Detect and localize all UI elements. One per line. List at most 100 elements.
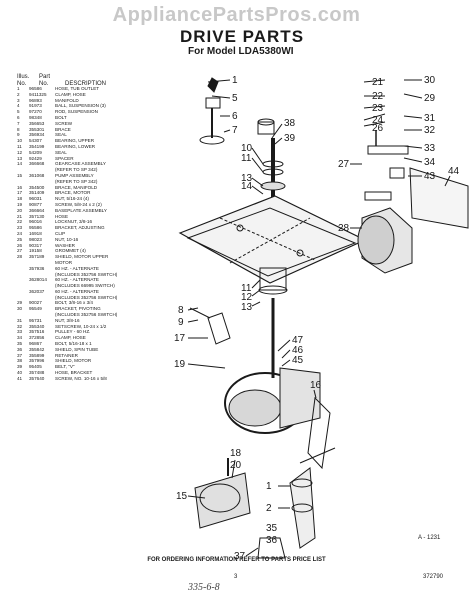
leader-15: [187, 495, 206, 499]
model-subtitle: For Model LDA5380WI: [188, 46, 294, 57]
part-description: 60 HZ. - ALTERNATE: [55, 277, 99, 283]
part-number: 351409: [29, 190, 45, 196]
part-description: BOLT, 5/16-18 x 1: [55, 341, 92, 347]
parts-list-row: 3628014 60 HZ. - ALTERNATE: [17, 277, 157, 283]
baseplate-rib-shape: [219, 217, 316, 261]
part-number: 91973: [29, 103, 42, 109]
callout-36: 36: [266, 535, 278, 546]
page-title: DRIVE PARTS: [180, 27, 305, 46]
illus-number: 17: [17, 190, 23, 196]
outlet-hose-shape: [289, 467, 316, 549]
callout-15: 15: [176, 491, 188, 502]
illus-number: 15: [17, 172, 23, 178]
part-description: RETAINER: [55, 352, 78, 358]
illus-number: 28: [17, 254, 23, 260]
part-number: 96031: [29, 196, 42, 202]
leader-18: [231, 459, 236, 479]
part-number: 3628014: [29, 277, 47, 283]
illus-number: 36: [17, 346, 23, 352]
callout-18: 18: [230, 448, 242, 459]
diagram-ref-code: A - 1231: [418, 535, 441, 541]
part-description: 60 HZ. - ALTERNATE: [55, 265, 99, 271]
part-number: 54209: [29, 149, 42, 155]
illus-number: 1: [17, 86, 20, 91]
illus-number: 14: [17, 161, 23, 167]
leader-24: [363, 113, 386, 121]
part-number: 356934: [29, 132, 45, 138]
part-description: (INCLUDES 352756 SWITCH): [55, 271, 118, 277]
illus-number: 30: [17, 306, 23, 312]
part-number: 96893: [29, 97, 42, 103]
gearcase-shape: [279, 367, 321, 429]
callout-9: 9: [178, 317, 184, 328]
leader-33: [403, 145, 423, 149]
bolt-head-shape: [257, 118, 275, 126]
part-description: WASHER: [55, 242, 75, 248]
callout-35: 35: [266, 523, 278, 534]
callout-34: 34: [424, 157, 436, 168]
illus-number: 8: [17, 126, 20, 132]
part-number: 90317: [29, 242, 42, 248]
leader-21: [363, 79, 386, 83]
motor-body-shape: [357, 215, 395, 265]
part-description: NUT, 3/8-16: [55, 317, 80, 323]
callout-12: 12: [241, 292, 253, 303]
part-number: 357936: [29, 265, 45, 271]
illus-number: 26: [17, 242, 23, 248]
part-description: MOTOR: [55, 259, 73, 265]
leader-45: [281, 359, 291, 367]
illus-number: 5: [17, 109, 20, 115]
callout-31: 31: [424, 113, 436, 124]
illus-number: 32: [17, 323, 23, 329]
part-description: ROD, SUSPENSION: [55, 109, 98, 115]
illus-number: 6: [17, 114, 20, 120]
callout-1b: 1: [266, 481, 272, 492]
baseplate-hole-shape-2: [296, 249, 304, 257]
part-description: SEAL: [55, 149, 67, 155]
parts-list-row: (INCLUDES 352756 SWITCH): [17, 312, 157, 318]
pump-shape: [194, 472, 251, 529]
baseplate-inner-shape: [186, 207, 357, 277]
parts-list-row: MOTOR: [17, 260, 157, 266]
part-number: 95549: [29, 306, 42, 312]
part-description: (INCLUDES 352756 SWITCH): [55, 294, 118, 300]
callout-22: 22: [372, 91, 384, 102]
part-description: SHIELD, MOTOR: [55, 358, 92, 364]
callout-14: 14: [241, 181, 253, 192]
part-description: SETSCREW, 10-24 x 1/2: [55, 323, 107, 329]
illus-number: 11: [17, 143, 22, 149]
callout-44: 44: [448, 166, 460, 177]
part-number: 357189: [29, 254, 45, 260]
illus-number: 29: [17, 300, 23, 306]
part-description: SCREW, 5/8-24 x 2 (2): [55, 201, 102, 207]
leader-12: [251, 289, 261, 297]
callout-26: 26: [372, 123, 384, 134]
col-description: DESCRIPTION: [65, 81, 107, 87]
leader-26: [363, 121, 386, 127]
brace-rod-shape: [189, 307, 211, 319]
col-illus: Illus.: [17, 74, 30, 80]
pivot-bracket-shape: [367, 145, 409, 155]
part-description: PULLEY - 60 HZ.: [55, 329, 91, 335]
setscrew-shape: [389, 167, 405, 179]
leader-23: [363, 105, 386, 109]
callout-6: 6: [232, 111, 238, 122]
part-description: BOLT, 3/8-16 x 3/4: [55, 300, 93, 306]
parts-list-row: (REFER TO SP 342): [17, 167, 157, 173]
part-description: NUT, 5/16-24 (4): [55, 196, 89, 202]
parts-list-row: (INCLUDES 66995 SWITCH): [17, 283, 157, 289]
part-description: SEAL: [55, 132, 67, 138]
part-description: BALL, SUSPENSION (3): [55, 103, 106, 109]
baseplate-rib-shape-2: [229, 217, 311, 264]
part-number: 355842: [29, 346, 45, 352]
part-number: 90027: [29, 300, 42, 306]
